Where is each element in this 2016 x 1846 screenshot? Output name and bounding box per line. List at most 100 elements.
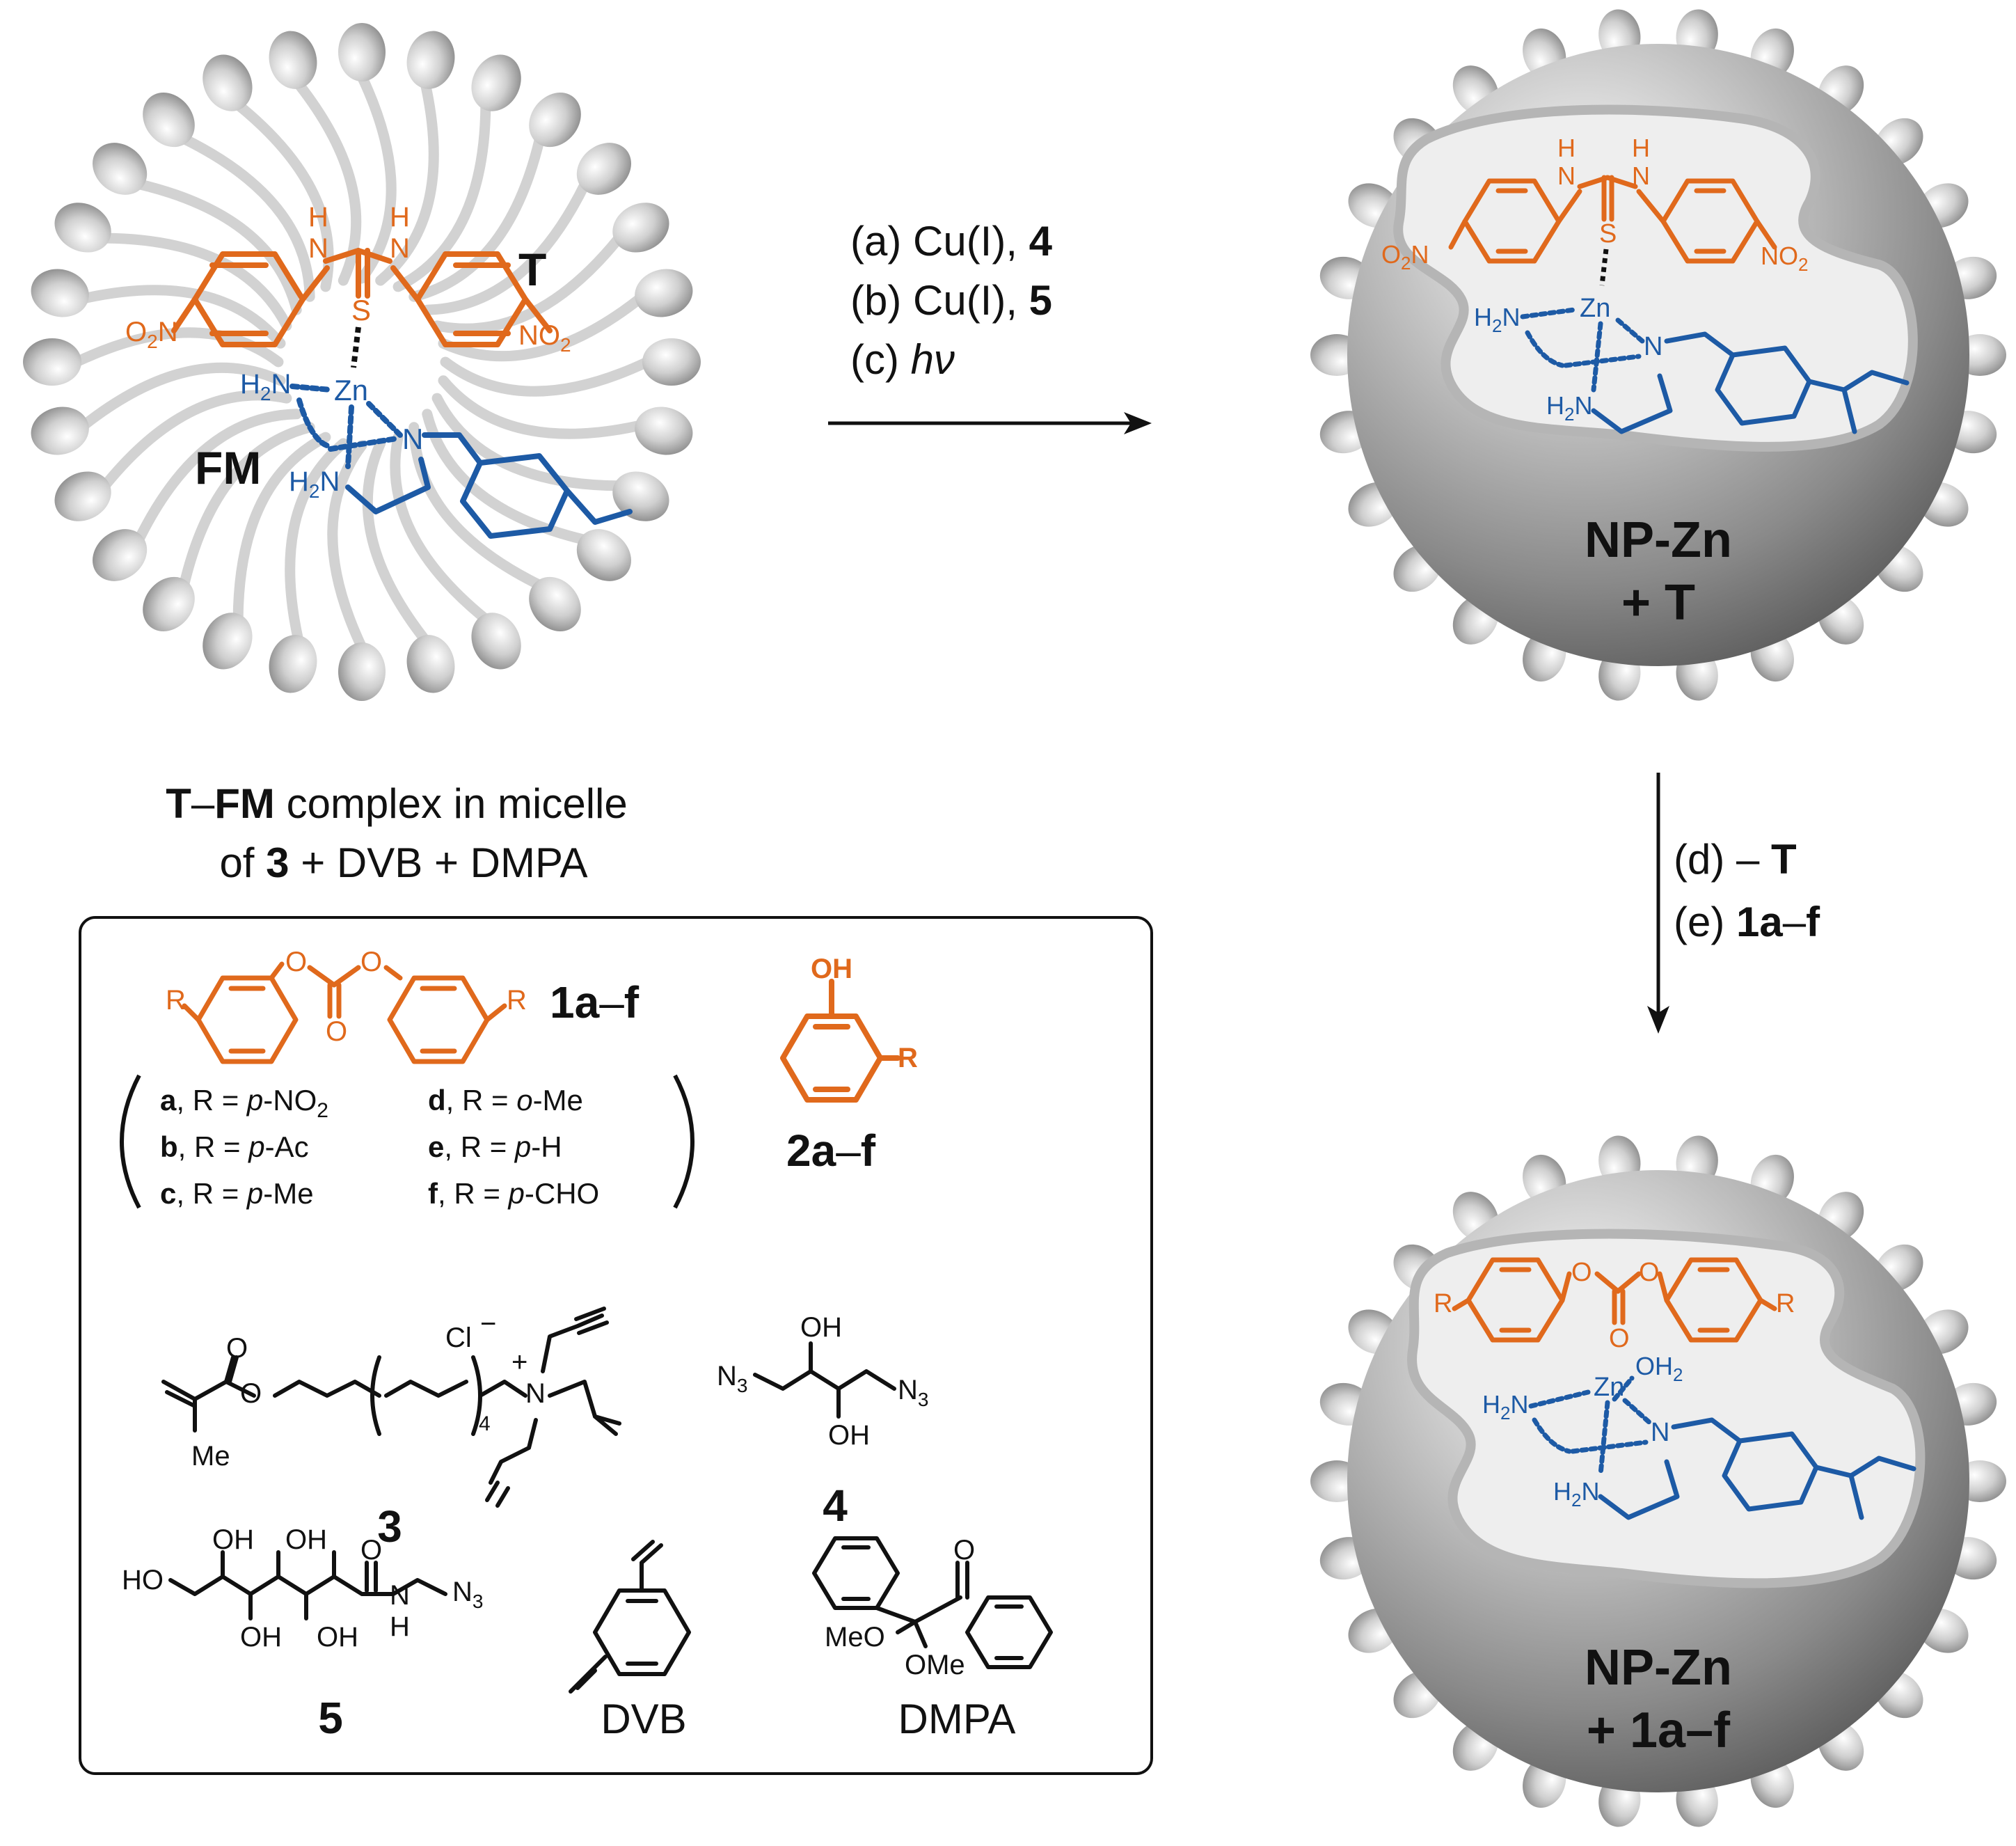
surfactant-tail [178, 133, 315, 302]
surfactant-headgroup [143, 93, 195, 148]
surfactant-tails [71, 71, 653, 653]
nanoparticle-top [1310, 9, 2006, 701]
compound-2-structure [780, 979, 900, 1103]
surfactant-tail [408, 133, 546, 302]
legend-box [79, 916, 1153, 1775]
substituent-f: f, R = p-CHO [428, 1177, 599, 1210]
compound-1-label: 1a–f [550, 977, 640, 1027]
np-bottom-zn-complex: Zn OH2 H2N H2N N [1482, 1352, 1916, 1520]
c5-amide-h: H [390, 1611, 410, 1642]
c2-hydroxyl: OH [811, 954, 852, 984]
np-top-h-left: H [1557, 134, 1576, 162]
step-d: (d) – T [1674, 836, 1797, 883]
right-parenthesis [673, 1074, 695, 1209]
np-top-zinc: Zn [1580, 294, 1610, 323]
surfactant-tail [431, 393, 624, 491]
surfactant-headgroup [642, 338, 701, 386]
np-top-h-right: H [1632, 134, 1650, 162]
np-top-label-line1: NP-Zn [1585, 512, 1732, 568]
np-bottom-water: OH2 [1635, 1352, 1683, 1385]
step-e: (e) 1a–f [1674, 899, 1820, 945]
surfactant-tail [375, 78, 439, 286]
substituent-e: e, R = p-H [428, 1130, 562, 1163]
np-top-nh-right: N [1632, 161, 1650, 190]
fm-tertiary-amine: N [402, 423, 423, 455]
template-T-micelle: N H N H S O2N NO2 T [125, 202, 571, 356]
surfactant-headgroup [338, 23, 386, 81]
np-top-amine-1: H2N [1474, 303, 1520, 336]
micelle [23, 23, 701, 701]
surfactant-headgroup [612, 203, 669, 253]
np-top-label-line2: + T [1621, 575, 1695, 631]
surfactant-tail [362, 438, 431, 646]
np-bottom-amine-2: H2N [1553, 1477, 1599, 1510]
surfactant-tail [440, 356, 653, 397]
surfactant-headgroup [54, 471, 111, 521]
substituent-a: a, R = p-NO2 [160, 1084, 328, 1122]
surfactant-headgroup [529, 93, 581, 148]
surfactant-tail [431, 232, 624, 334]
reaction-arrow-down [1647, 773, 1669, 1034]
c1-r-left: R [166, 985, 186, 1016]
surfactant-headgroups [23, 23, 701, 701]
thiourea-h-right: H [390, 202, 410, 232]
compound-4-label: 4 [823, 1481, 848, 1531]
c5-amide-o: O [360, 1535, 382, 1565]
functional-monomer-FM: Zn H2N H2N N FM [195, 326, 633, 539]
surfactant-headgroup [23, 338, 81, 386]
surfactant-tail [71, 327, 284, 368]
left-parenthesis [120, 1074, 141, 1209]
fm-amine-2: H2N [289, 466, 340, 502]
step-c: (c) hν [850, 336, 955, 383]
surfactant-headgroup [635, 269, 693, 317]
compound-3-label: 3 [377, 1501, 402, 1552]
step-a: (a) Cu(I), 4 [850, 218, 1053, 265]
c3-carbonyl-o: O [226, 1333, 248, 1364]
compound-2-label: 2a–f [786, 1126, 876, 1176]
surfactant-headgroup [612, 471, 669, 521]
surfactant-headgroup [529, 576, 581, 631]
surfactant-headgroup [54, 203, 111, 253]
surfactant-tail [408, 422, 546, 591]
c5-hydroxyl-2: OH [212, 1524, 254, 1555]
surfactant-headgroup [471, 613, 521, 670]
surfactant-tail [100, 390, 292, 491]
thiourea-sulfur: S [351, 294, 371, 326]
surfactant-headgroup [203, 613, 253, 670]
np-bottom-tert-amine: N [1651, 1418, 1669, 1447]
np-bottom-r-left: R [1434, 1289, 1452, 1318]
template-label-T: T [518, 244, 546, 295]
np-top-binding-pocket [1393, 104, 1918, 452]
dmpa-methoxy-1: MeO [825, 1622, 885, 1652]
compound-3-structure [161, 1307, 621, 1508]
substituent-d: d, R = o-Me [428, 1084, 583, 1117]
surfactant-headgroup [93, 143, 148, 195]
thiourea-nh-left: N [308, 233, 328, 264]
substituent-c: c, R = p-Me [160, 1177, 314, 1210]
thiourea-h-left: H [308, 202, 328, 232]
c5-amide-n: N [390, 1580, 410, 1611]
compound-4-structure [753, 1341, 896, 1419]
surfactant-headgroup [406, 635, 455, 693]
nitro-right-label: NO2 [518, 320, 571, 356]
c1-carbonyl-o: O [326, 1016, 347, 1047]
surfactant-headgroup [406, 31, 455, 89]
nanoparticle-bottom [1310, 1135, 2006, 1827]
c5-hydroxyl-4: OH [285, 1524, 327, 1555]
compound-5-structure [168, 1550, 447, 1620]
c3-plus: + [511, 1347, 527, 1378]
surfactant-tail [390, 432, 491, 624]
c3-chloride: Cl [445, 1323, 472, 1353]
surfactant-headgroup [635, 407, 693, 455]
surfactant-headgroup [269, 31, 317, 89]
surfactant-tail [133, 178, 302, 315]
dvb-label: DVB [601, 1696, 686, 1742]
c2-r-group: R [898, 1043, 918, 1073]
reaction-arrow-top [828, 412, 1152, 434]
np-bottom-carbonyl-o: O [1609, 1324, 1630, 1353]
monomer-label-FM: FM [195, 442, 261, 494]
np-top-nitro-right: NO2 [1761, 242, 1808, 275]
surfactant-tail [392, 100, 491, 292]
